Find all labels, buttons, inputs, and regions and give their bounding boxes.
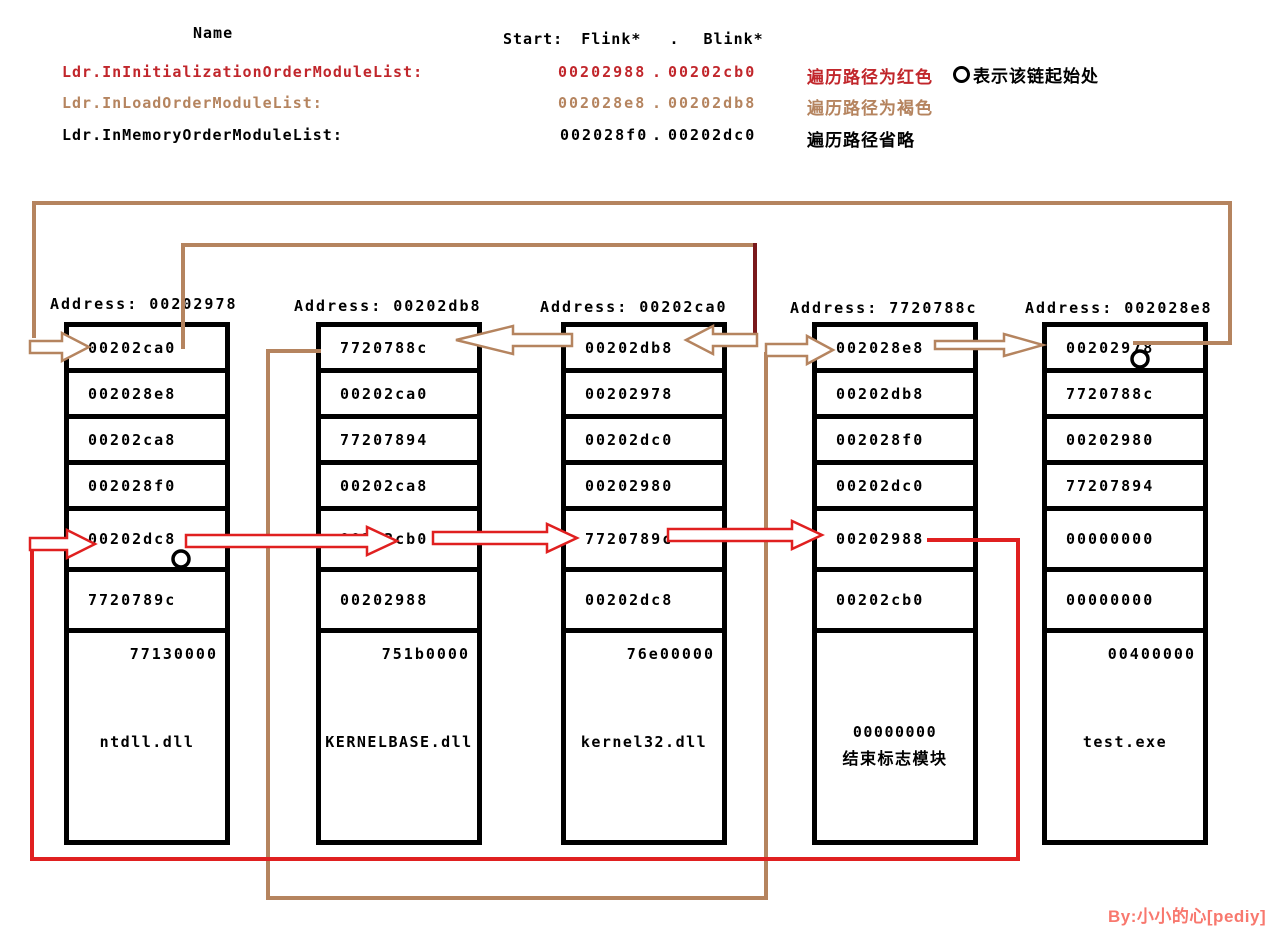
start-column-header: Start: Flink* . Blink* bbox=[503, 30, 764, 48]
credit-text: By:小小的心[pediy] bbox=[1108, 907, 1267, 926]
module-base-address: 77130000 bbox=[129, 645, 218, 663]
module-box-ntdll: 00202ca0 002028e8 00202ca8 002028f0 0020… bbox=[64, 322, 230, 845]
box-address-label: Address: 002028e8 bbox=[1025, 299, 1213, 317]
list-cell: 00202dc8 bbox=[69, 511, 225, 572]
chain-start-icon bbox=[953, 66, 970, 83]
list-cell: 7720789c bbox=[69, 572, 225, 633]
box-address-label: Address: 7720788c bbox=[790, 299, 978, 317]
module-name: ntdll.dll bbox=[99, 733, 195, 751]
list-cell: 00202988 bbox=[321, 572, 477, 633]
module-info-cell: 751b0000 KERNELBASE.dll bbox=[321, 633, 477, 840]
flink-value: 00202988 bbox=[558, 63, 647, 81]
blink-value: 00202dc0 bbox=[668, 126, 757, 144]
blink-cell: 7720788c bbox=[1047, 373, 1203, 419]
address-value: 00202ca0 bbox=[639, 298, 728, 316]
box-address-label: Address: 00202978 bbox=[50, 295, 238, 313]
list-cell: 00202dc0 bbox=[817, 465, 973, 511]
module-name: kernel32.dll bbox=[580, 733, 708, 751]
flink-value: 002028f0 bbox=[560, 126, 649, 144]
module-name-note: 结束标志模块 bbox=[842, 749, 948, 768]
address-label-text: Address: bbox=[540, 298, 629, 316]
blink-value: 00202db8 bbox=[668, 94, 757, 112]
dot-separator: . bbox=[652, 63, 664, 81]
module-base-address: 751b0000 bbox=[381, 645, 470, 663]
flink-cell: 7720788c bbox=[321, 327, 477, 373]
list-cell: 00202cb0 bbox=[321, 511, 477, 572]
list-cell: 7720789c bbox=[566, 511, 722, 572]
list-cell: 77207894 bbox=[1047, 465, 1203, 511]
list-cell: 002028f0 bbox=[69, 465, 225, 511]
address-value: 00202db8 bbox=[393, 297, 482, 315]
flink-cell: 00202ca0 bbox=[69, 327, 225, 373]
module-name: 00000000 bbox=[852, 723, 938, 741]
dot-separator: . bbox=[652, 126, 664, 144]
address-label-text: Address: bbox=[50, 295, 139, 313]
list-cell: 00202980 bbox=[1047, 419, 1203, 465]
module-info-cell: 00000000 结束标志模块 bbox=[817, 633, 973, 840]
list-row-memory-order: Ldr.InMemoryOrderModuleList: 002028f0 . … bbox=[0, 126, 1274, 151]
blink-value: 00202cb0 bbox=[668, 63, 757, 81]
flink-cell: 00202978 bbox=[1047, 327, 1203, 373]
blink-label: Blink* bbox=[703, 30, 764, 48]
list-row-init-order: Ldr.InInitializationOrderModuleList: 002… bbox=[0, 63, 1274, 88]
start-label: Start: bbox=[503, 30, 564, 48]
module-info-cell: 77130000 ntdll.dll bbox=[69, 633, 225, 840]
list-name: Ldr.InMemoryOrderModuleList: bbox=[62, 126, 343, 144]
list-name: Ldr.InInitializationOrderModuleList: bbox=[62, 63, 424, 81]
blink-cell: 002028e8 bbox=[69, 373, 225, 419]
name-column-header: Name bbox=[193, 24, 234, 42]
address-label-text: Address: bbox=[1025, 299, 1114, 317]
path-note: 遍历路径为红色 bbox=[807, 68, 933, 88]
dot-separator: . bbox=[669, 30, 680, 48]
list-cell: 00202cb0 bbox=[817, 572, 973, 633]
flink-cell: 002028e8 bbox=[817, 327, 973, 373]
address-label-text: Address: bbox=[790, 299, 879, 317]
list-cell: 00202ca8 bbox=[321, 465, 477, 511]
address-label-text: Address: bbox=[294, 297, 383, 315]
list-cell: 00202dc0 bbox=[566, 419, 722, 465]
box-address-label: Address: 00202db8 bbox=[294, 297, 482, 315]
module-base-address: 00400000 bbox=[1107, 645, 1196, 663]
path-note: 遍历路径为褐色 bbox=[807, 99, 933, 119]
module-box-terminator: 002028e8 00202db8 002028f0 00202dc0 0020… bbox=[812, 322, 978, 845]
address-value: 7720788c bbox=[889, 299, 978, 317]
list-cell: 002028f0 bbox=[817, 419, 973, 465]
dot-separator: . bbox=[652, 94, 664, 112]
list-cell: 00202988 bbox=[817, 511, 973, 572]
list-cell: 00202ca8 bbox=[69, 419, 225, 465]
module-box-testexe: 00202978 7720788c 00202980 77207894 0000… bbox=[1042, 322, 1208, 845]
chain-start-legend-text: 表示该链起始处 bbox=[973, 67, 1099, 87]
list-cell: 00000000 bbox=[1047, 511, 1203, 572]
chain-start-legend: 表示该链起始处 bbox=[953, 62, 1099, 87]
flink-cell: 00202db8 bbox=[566, 327, 722, 373]
module-base-address: 76e00000 bbox=[626, 645, 715, 663]
module-name: test.exe bbox=[1082, 733, 1168, 751]
list-row-load-order: Ldr.InLoadOrderModuleList: 002028e8 . 00… bbox=[0, 94, 1274, 119]
list-cell: 00000000 bbox=[1047, 572, 1203, 633]
module-info-cell: 76e00000 kernel32.dll bbox=[566, 633, 722, 840]
list-cell: 00202980 bbox=[566, 465, 722, 511]
blink-cell: 00202db8 bbox=[817, 373, 973, 419]
module-name: KERNELBASE.dll bbox=[325, 733, 473, 751]
address-value: 00202978 bbox=[149, 295, 238, 313]
address-value: 002028e8 bbox=[1124, 299, 1213, 317]
box-address-label: Address: 00202ca0 bbox=[540, 298, 728, 316]
module-box-kernel32: 00202db8 00202978 00202dc0 00202980 7720… bbox=[561, 322, 727, 845]
flink-value: 002028e8 bbox=[558, 94, 647, 112]
blink-cell: 00202978 bbox=[566, 373, 722, 419]
module-box-kernelbase: 7720788c 00202ca0 77207894 00202ca8 0020… bbox=[316, 322, 482, 845]
module-info-cell: 00400000 test.exe bbox=[1047, 633, 1203, 840]
flink-label: Flink* bbox=[581, 30, 642, 48]
list-cell: 00202dc8 bbox=[566, 572, 722, 633]
path-note: 遍历路径省略 bbox=[807, 131, 915, 151]
blink-cell: 00202ca0 bbox=[321, 373, 477, 419]
list-cell: 77207894 bbox=[321, 419, 477, 465]
list-name: Ldr.InLoadOrderModuleList: bbox=[62, 94, 323, 112]
